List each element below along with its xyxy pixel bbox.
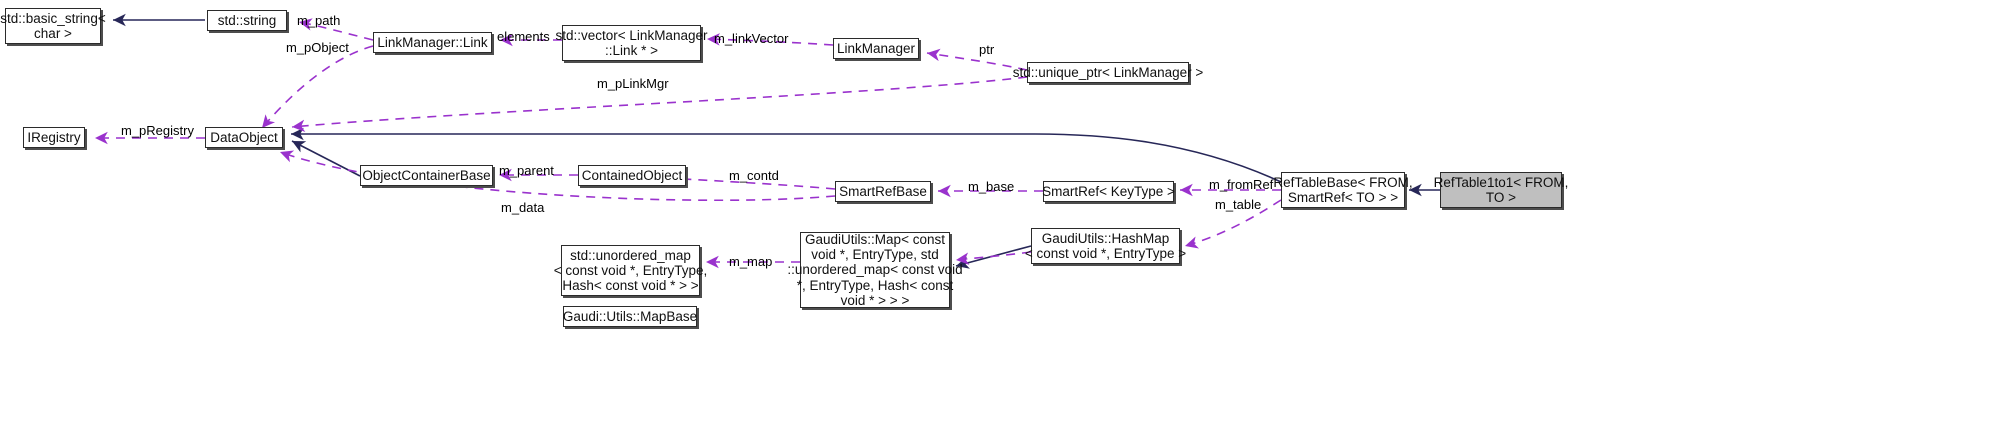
node-smartrefbase[interactable]: SmartRefBase [835, 181, 931, 202]
node-reftable1to1[interactable]: RefTable1to1< FROM, TO > [1434, 172, 1568, 208]
edge-label-m-table: m_table [1215, 197, 1262, 212]
node-label: GaudiUtils::Map< const void *, EntryType… [787, 232, 963, 308]
node-label: RefTable1to1< FROM, TO > [1433, 174, 1569, 205]
edge-label-m-pobject: m_pObject [286, 40, 349, 55]
node-containedobject[interactable]: ContainedObject [578, 165, 686, 186]
edge-label-m-plinkmgr: m_pLinkMgr [597, 76, 669, 91]
edge-label-m-data: m_data [501, 200, 545, 215]
node-objectcontainerbase[interactable]: ObjectContainerBase [360, 165, 493, 186]
node-label: std::unordered_map < const void *, Entry… [553, 247, 708, 294]
node-label: IRegistry [27, 129, 81, 145]
node-label: ContainedObject [581, 167, 683, 183]
node-label: Gaudi::Utils::MapBase [562, 308, 698, 324]
node-dataobject[interactable]: DataObject [205, 127, 283, 148]
edge-label-m-fromref: m_fromRef [1209, 177, 1274, 192]
edge-label-m-parent: m_parent [499, 163, 554, 178]
node-label: DataObject [210, 129, 278, 145]
node-label: ObjectContainerBase [362, 167, 491, 183]
node-std-string[interactable]: std::string [207, 10, 287, 31]
edge-label-m-pregistry: m_pRegistry [121, 123, 194, 138]
edge-label-m-base: m_base [968, 179, 1015, 194]
node-label: RefTableBase< FROM, SmartRef< TO > > [1273, 174, 1413, 205]
edge-label-m-map: m_map [729, 254, 773, 269]
node-label: std::unique_ptr< LinkManager > [1012, 64, 1204, 80]
node-label: GaudiUtils::HashMap < const void *, Entr… [1024, 230, 1187, 261]
edge-label-m-path: m_path [297, 13, 341, 28]
edge-label-m-linkvector: m_linkVector [714, 31, 789, 46]
node-std-basic-string[interactable]: std::basic_string< char > [0, 8, 106, 44]
node-label: LinkManager [836, 40, 916, 56]
node-linkmanager[interactable]: LinkManager [833, 38, 919, 59]
node-label: std::vector< LinkManager ::Link * > [555, 27, 708, 58]
node-reftablebase[interactable]: RefTableBase< FROM, SmartRef< TO > > [1273, 172, 1413, 208]
node-std-vector-linkmanager-link[interactable]: std::vector< LinkManager ::Link * > [556, 25, 707, 61]
node-gaudi-utils-mapbase[interactable]: Gaudi::Utils::MapBase [563, 306, 697, 327]
node-label: std::basic_string< char > [0, 10, 106, 41]
node-std-unordered-map[interactable]: std::unordered_map < const void *, Entry… [554, 245, 707, 296]
node-label: SmartRef< KeyType > [1042, 183, 1175, 199]
edge-label-ptr: ptr [979, 42, 995, 57]
node-std-unique-ptr-linkmanager[interactable]: std::unique_ptr< LinkManager > [1013, 62, 1203, 83]
node-gaudiutils-map[interactable]: GaudiUtils::Map< const void *, EntryType… [787, 232, 963, 308]
node-smartref-keytype[interactable]: SmartRef< KeyType > [1042, 181, 1175, 202]
node-gaudiutils-hashmap[interactable]: GaudiUtils::HashMap < const void *, Entr… [1025, 228, 1186, 264]
node-label: LinkManager::Link [377, 34, 488, 50]
node-label: SmartRefBase [839, 183, 927, 199]
node-iregistry[interactable]: IRegistry [23, 127, 85, 148]
edge-label-m-contd: m_contd [729, 168, 779, 183]
node-label: std::string [217, 12, 277, 28]
node-linkmanager-link[interactable]: LinkManager::Link [373, 32, 492, 53]
edge-label-elements: elements [497, 29, 550, 44]
